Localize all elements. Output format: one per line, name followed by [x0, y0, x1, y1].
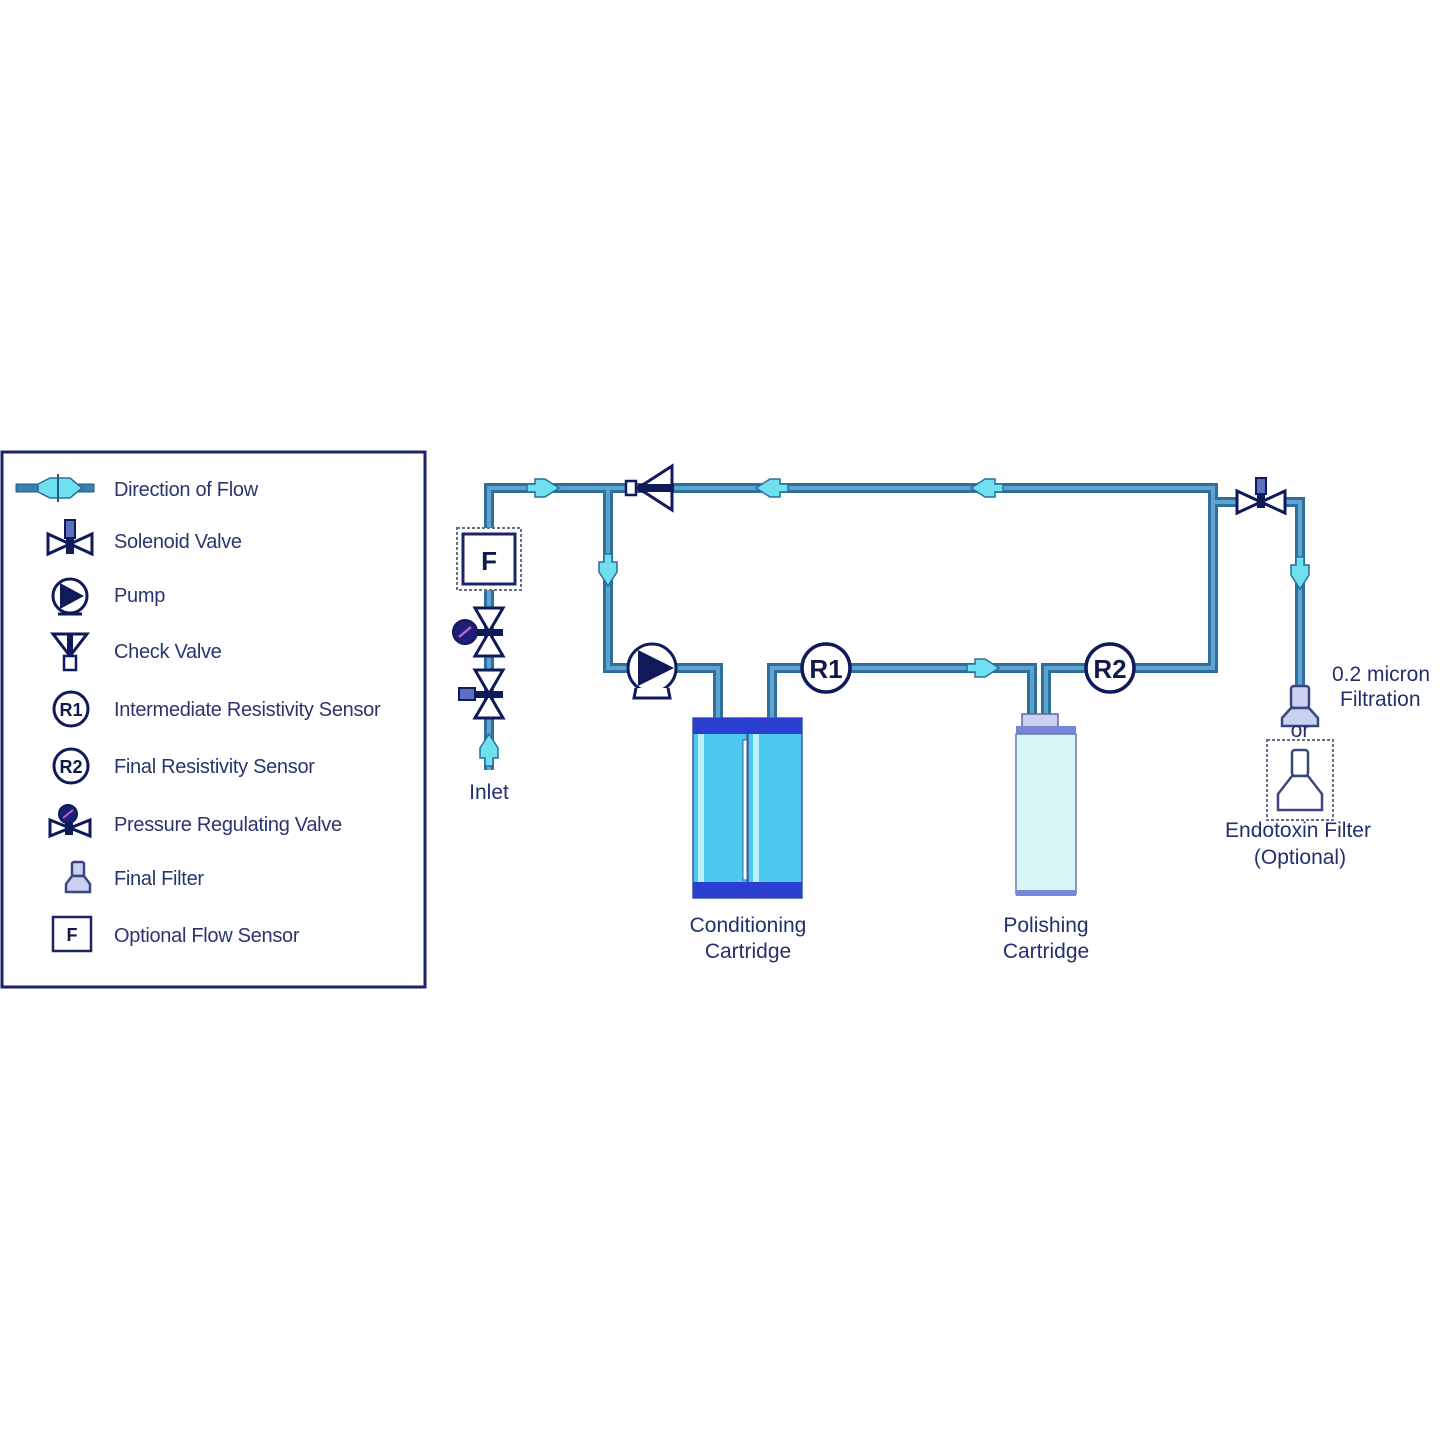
svg-text:F: F: [67, 925, 78, 945]
flow-sensor-glyph: F: [481, 546, 497, 576]
final-filter: [1280, 684, 1320, 728]
final-resistivity-sensor: R2: [1084, 642, 1136, 694]
svg-text:R1: R1: [59, 700, 82, 720]
conditioning-cartridge: [692, 717, 803, 899]
flow-arrow-down: [1290, 556, 1310, 590]
pump-icon: [51, 577, 89, 616]
final-resistivity-sensor-icon: R2: [52, 747, 90, 785]
r1-label: R1: [809, 654, 842, 684]
flow-arrow-left: [970, 478, 1004, 498]
endotoxin-label-line2: (Optional): [1254, 846, 1346, 869]
endotoxin-filter: [1266, 739, 1334, 821]
final-filter-icon: [64, 860, 92, 894]
polishing-label-line2: Cartridge: [1003, 940, 1089, 963]
legend-label-direction-of-flow: Direction of Flow: [114, 479, 259, 501]
legend-label-intermediate-resistivity-sensor: Intermediate Resistivity Sensor: [114, 699, 381, 721]
outlet-solenoid-valve: [1235, 477, 1287, 516]
conditioning-label-line1: Conditioning: [690, 914, 807, 937]
legend-label-pressure-regulating-valve: Pressure Regulating Valve: [114, 814, 342, 836]
flow-arrow-up: [479, 733, 499, 767]
direction-of-flow-icon: [15, 474, 95, 502]
legend-label-solenoid-valve: Solenoid Valve: [114, 531, 242, 553]
intermediate-resistivity-sensor: R1: [800, 642, 852, 694]
or-label: or: [1291, 719, 1310, 742]
flow-arrow-right: [526, 478, 560, 498]
legend-label-optional-flow-sensor: Optional Flow Sensor: [114, 925, 300, 947]
inlet-solenoid-valve: [458, 668, 506, 720]
legend: Direction of Flow Solenoid Valve Pump Ch…: [0, 450, 427, 989]
piping: [484, 483, 1305, 770]
endotoxin-label-line1: Endotoxin Filter: [1225, 819, 1371, 842]
flow-arrow-left: [755, 478, 789, 498]
check-valve: [624, 463, 674, 513]
legend-label-pump: Pump: [114, 585, 165, 607]
legend-label-final-filter: Final Filter: [114, 868, 204, 890]
flow-arrow-right: [966, 658, 1000, 678]
filtration-label-line1: 0.2 micron: [1332, 663, 1430, 686]
intermediate-resistivity-sensor-icon: R1: [52, 690, 90, 728]
inlet-label: Inlet: [469, 781, 509, 804]
flow-arrow-down: [598, 553, 618, 587]
svg-text:R2: R2: [59, 757, 82, 777]
optional-flow-sensor-icon: F: [51, 915, 93, 953]
check-valve-icon: [49, 632, 91, 672]
pressure-regulating-valve-icon: [48, 804, 92, 839]
solenoid-valve-icon: [46, 519, 94, 557]
filtration-label-line2: Filtration: [1340, 688, 1421, 711]
optional-flow-sensor: F: [456, 527, 522, 591]
legend-label-final-resistivity-sensor: Final Resistivity Sensor: [114, 756, 315, 778]
polishing-label-line1: Polishing: [1003, 914, 1088, 937]
pump: [626, 642, 678, 700]
legend-label-check-valve: Check Valve: [114, 641, 222, 663]
polishing-cartridge: [1015, 713, 1077, 896]
conditioning-label-line2: Cartridge: [705, 940, 791, 963]
r2-label: R2: [1093, 654, 1126, 684]
pressure-regulating-valve: [452, 606, 506, 658]
